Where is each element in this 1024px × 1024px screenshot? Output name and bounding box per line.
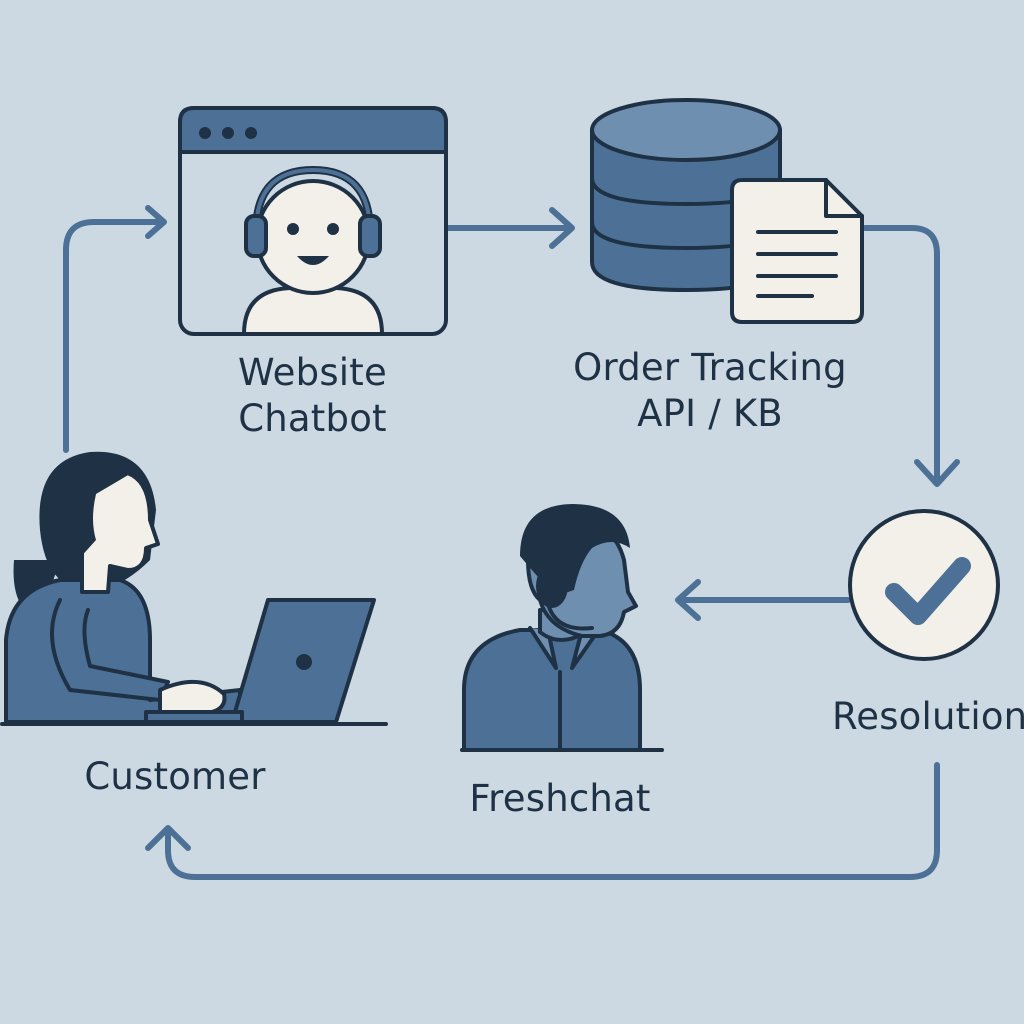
database-document-icon [590,98,864,324]
resolution-label: Resolution [832,695,1024,738]
connector-resolution-to-freshchat [675,579,851,621]
customer-laptop-icon [0,451,388,726]
support-agent-icon [460,504,664,752]
chatbot-window-icon [178,106,448,336]
checkmark-circle-icon [848,509,1000,661]
freshchat-label: Freshchat [469,777,651,820]
order-tracking-label: Order Tracking API / KB [540,345,880,437]
connector-customer-to-chatbot [63,205,167,453]
chatbot-label: Website Chatbot [200,350,425,442]
connector-order-to-resolution [862,225,960,487]
connector-resolution-to-customer [145,762,940,880]
chatbot-label-line2: Chatbot [238,397,387,440]
order-label-line2: API / KB [637,392,783,435]
order-label-line1: Order Tracking [573,346,847,389]
connector-chatbot-to-order [445,207,575,249]
chatbot-label-line1: Website [238,351,387,394]
customer-label: Customer [84,755,266,798]
